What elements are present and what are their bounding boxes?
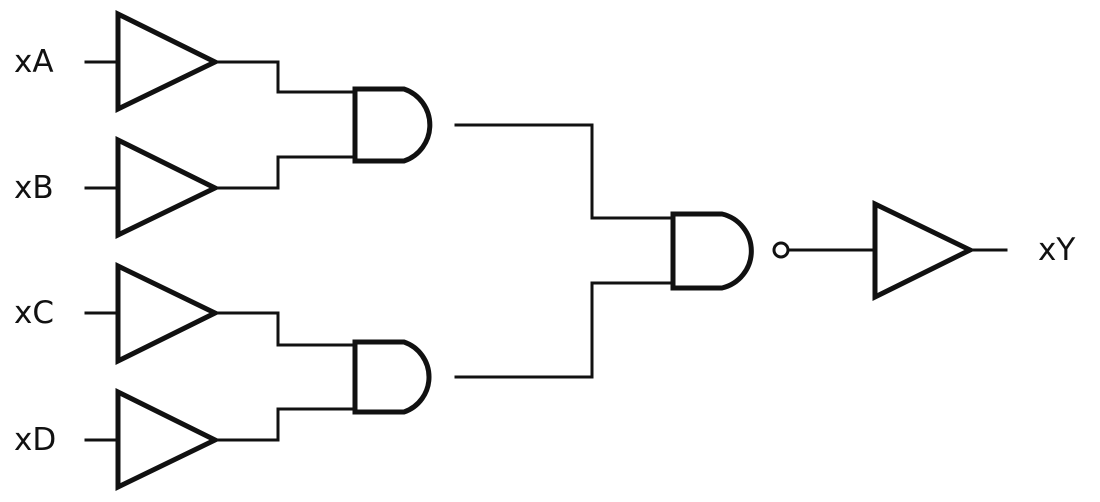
buffer-gate-xc[interactable] [115, 262, 221, 366]
buffer-gate-xa[interactable] [115, 9, 221, 113]
nand-inversion-bubble-icon [772, 241, 790, 259]
wire-buffer-xd-to-and2 [213, 407, 357, 442]
output-label-xy: xY [1038, 232, 1075, 268]
input-label-xb: xB [14, 170, 54, 206]
and-gate-top[interactable] [352, 86, 433, 164]
input-label-xd: xD [14, 422, 56, 458]
buffer-gate-output[interactable] [872, 200, 976, 302]
wire-buffer-xc-to-and2 [213, 311, 357, 347]
buffer-gate-xd[interactable] [115, 387, 221, 491]
nand-gate[interactable] [670, 211, 754, 291]
wire-and2-to-nand [454, 281, 675, 379]
buffer-gate-xb[interactable] [115, 135, 221, 239]
wire-buffer-xb-to-and1 [213, 155, 357, 190]
input-label-xa: xA [14, 44, 54, 80]
and-gate-bottom[interactable] [352, 339, 432, 415]
wire-buffer-xa-to-and1 [213, 60, 357, 94]
input-label-xc: xC [14, 295, 54, 331]
wire-and1-to-nand [454, 123, 675, 220]
